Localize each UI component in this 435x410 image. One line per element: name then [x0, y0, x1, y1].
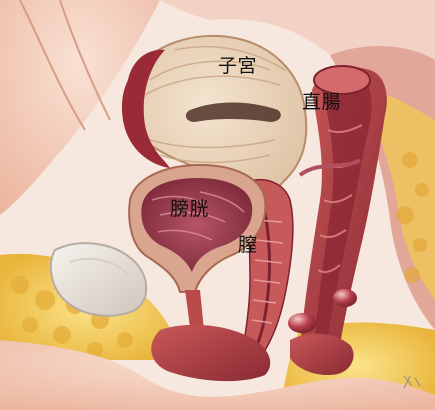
rectum-opening [314, 66, 370, 94]
label-bladder: 膀胱 [170, 200, 209, 219]
label-rectum: 直腸 [302, 93, 341, 112]
label-vagina: 膣 [238, 236, 258, 255]
lobe-structure [288, 313, 316, 333]
label-uterus: 子宮 [218, 57, 257, 76]
lobe-structure [333, 289, 357, 307]
